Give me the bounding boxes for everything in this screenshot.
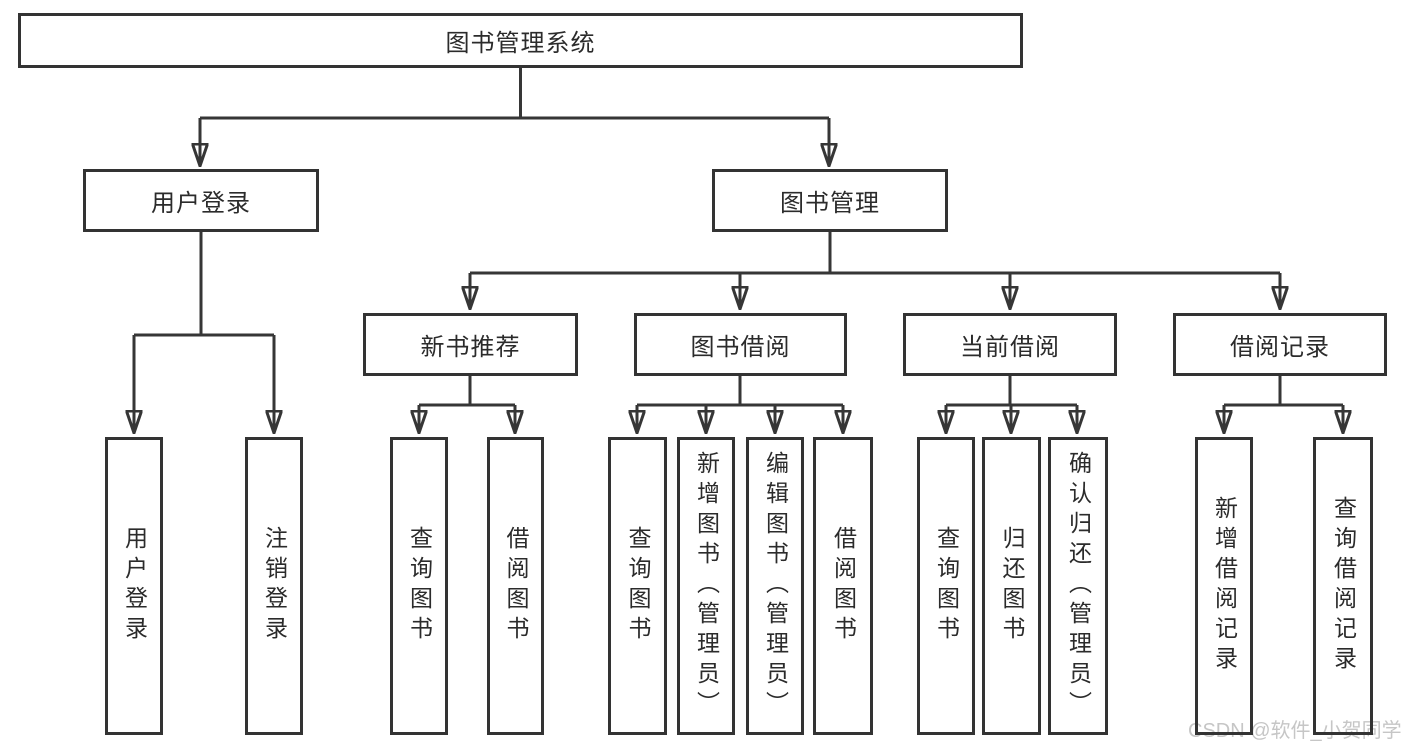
- node-borrow-records-label: 借阅记录: [1230, 334, 1330, 361]
- node-root: 图书管理系统: [18, 13, 1023, 68]
- leaf-borrowing-query-books: 查询图书: [608, 437, 667, 735]
- leaf-borrowing-borrow-books-label: 借阅图书: [830, 526, 857, 646]
- leaf-current-confirm-return-admin: 确认归还（管理员）: [1048, 437, 1108, 735]
- csdn-watermark: CSDN @软件_小贺同学: [1188, 720, 1402, 742]
- edge-new-book-recommend-stem-rail: [419, 373, 515, 407]
- node-borrow-records: 借阅记录: [1173, 313, 1387, 376]
- leaf-borrowing-edit-books-admin: 编辑图书（管理员）: [746, 437, 804, 735]
- leaf-logout: 注销登录: [245, 437, 303, 735]
- leaf-user-login-label: 用户登录: [121, 526, 148, 646]
- edge-user-login-stem-rail: [134, 230, 274, 337]
- leaf-records-add-record: 新增借阅记录: [1195, 437, 1253, 735]
- node-book-borrowing-label: 图书借阅: [690, 334, 791, 361]
- leaf-recommend-borrow-books-label: 借阅图书: [503, 526, 529, 646]
- leaf-current-query-books-label: 查询图书: [933, 526, 960, 646]
- node-book-borrowing: 图书借阅: [634, 313, 847, 376]
- leaf-recommend-query-books-label: 查询图书: [406, 526, 433, 646]
- leaf-borrowing-edit-books-admin-label: 编辑图书（管理员）: [762, 451, 789, 721]
- leaf-recommend-query-books: 查询图书: [390, 437, 448, 735]
- leaf-records-query-record: 查询借阅记录: [1313, 437, 1373, 735]
- leaf-current-query-books: 查询图书: [917, 437, 975, 735]
- leaf-records-query-record-label: 查询借阅记录: [1330, 496, 1357, 676]
- leaf-user-login: 用户登录: [105, 437, 163, 735]
- leaf-borrowing-add-books-admin: 新增图书（管理员）: [677, 437, 735, 735]
- node-book-management-label: 图书管理: [780, 190, 880, 217]
- leaf-current-return-books-label: 归还图书: [999, 526, 1025, 646]
- leaf-borrowing-borrow-books: 借阅图书: [813, 437, 873, 735]
- edge-book-management-stem-rail: [470, 230, 1280, 275]
- node-user-login: 用户登录: [83, 169, 319, 232]
- node-user-login-label: 用户登录: [151, 190, 251, 217]
- node-current-borrowing-label: 当前借阅: [960, 334, 1060, 361]
- leaf-logout-label: 注销登录: [261, 526, 288, 646]
- leaf-recommend-borrow-books: 借阅图书: [487, 437, 544, 735]
- leaf-current-confirm-return-admin-label: 确认归还（管理员）: [1065, 451, 1092, 721]
- leaf-current-return-books: 归还图书: [982, 437, 1041, 735]
- node-book-management: 图书管理: [712, 169, 948, 232]
- node-root-label: 图书管理系统: [445, 30, 596, 57]
- leaf-borrowing-add-books-admin-label: 新增图书（管理员）: [693, 451, 720, 721]
- edge-book-borrowing-stem-rail: [637, 373, 843, 407]
- node-current-borrowing: 当前借阅: [903, 313, 1117, 376]
- node-new-book-recommend: 新书推荐: [363, 313, 578, 376]
- edge-borrow-records-stem-rail: [1224, 373, 1343, 407]
- leaf-records-add-record-label: 新增借阅记录: [1211, 496, 1238, 676]
- edge-current-borrowing-stem-rail: [946, 373, 1077, 407]
- leaf-borrowing-query-books-label: 查询图书: [625, 526, 651, 646]
- node-new-book-recommend-label: 新书推荐: [420, 334, 521, 361]
